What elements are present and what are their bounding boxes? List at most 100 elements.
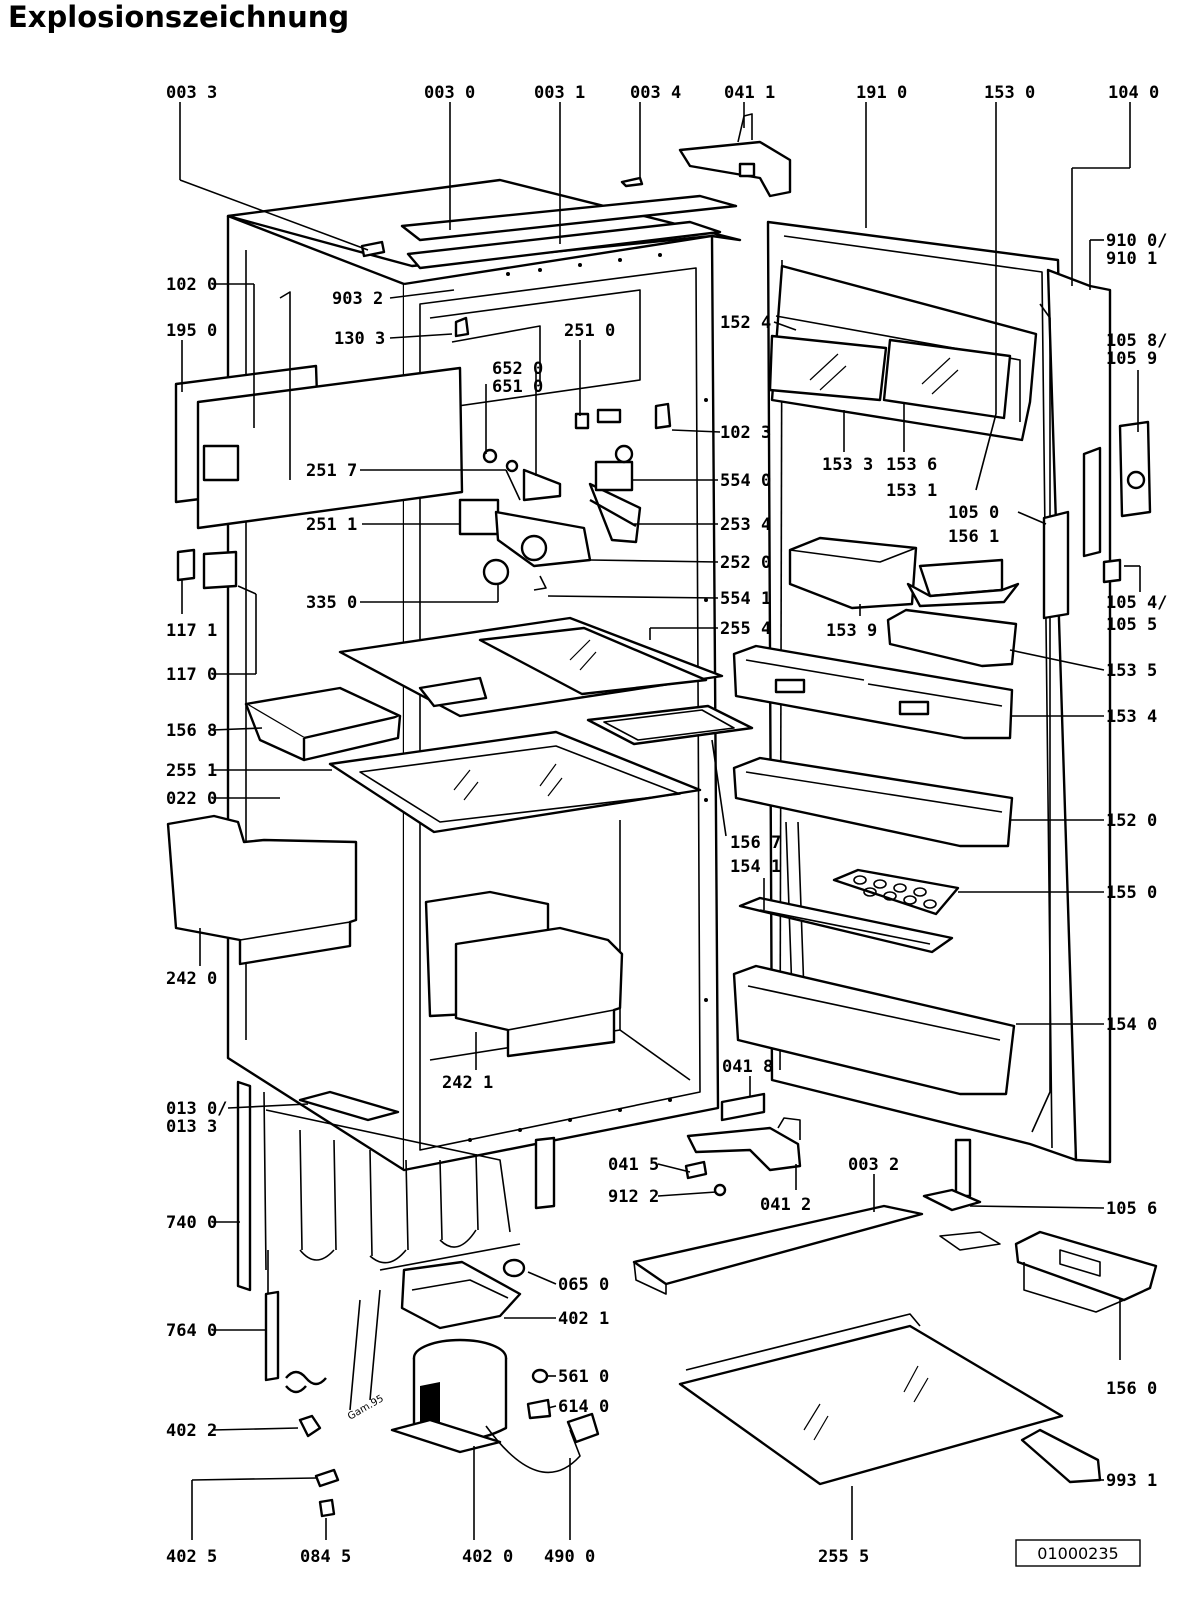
part-label: 335 0 bbox=[306, 593, 357, 613]
part-label: 255 4 bbox=[720, 619, 771, 639]
part-label: 003 3 bbox=[166, 83, 217, 103]
door-bar-152-4 bbox=[768, 264, 1038, 442]
part-label: 105 5 bbox=[1106, 615, 1157, 635]
part-label: 153 6 bbox=[886, 455, 937, 475]
part-label: 117 1 bbox=[166, 621, 217, 641]
egg-tray-155-0 bbox=[832, 868, 960, 916]
middle-glass-shelf-255-1 bbox=[328, 730, 702, 834]
part-label: 614 0 bbox=[558, 1397, 609, 1417]
part-label: 154 1 bbox=[730, 857, 781, 877]
part-label: 117 0 bbox=[166, 665, 217, 685]
butter-box-156-1 bbox=[906, 558, 1020, 608]
part-label: 041 8 bbox=[722, 1057, 773, 1077]
part-label: 153 9 bbox=[826, 621, 877, 641]
part-label: 022 0 bbox=[166, 789, 217, 809]
part-label: 740 0 bbox=[166, 1213, 217, 1233]
handle-993-1 bbox=[1020, 1428, 1102, 1484]
part-label: 912 2 bbox=[608, 1187, 659, 1207]
part-label: 251 1 bbox=[306, 515, 357, 535]
part-label: 652 0 bbox=[492, 359, 543, 379]
brackets-117 bbox=[176, 548, 238, 590]
drawing-number: 01000235 bbox=[1037, 1544, 1118, 1563]
part-label: 993 1 bbox=[1106, 1471, 1157, 1491]
part-label: 255 1 bbox=[166, 761, 217, 781]
part-label: 402 0 bbox=[462, 1547, 513, 1567]
leader-lines bbox=[179, 102, 1141, 1540]
part-label: 130 3 bbox=[334, 329, 385, 349]
door-shelf-154-0 bbox=[732, 964, 1016, 1096]
part-label: 041 5 bbox=[608, 1155, 659, 1175]
part-label: 554 0 bbox=[720, 471, 771, 491]
bottom-hinge bbox=[684, 1092, 802, 1197]
part-label: 910 1 bbox=[1106, 249, 1157, 269]
thermostat-group bbox=[454, 316, 672, 591]
part-label: 402 5 bbox=[166, 1547, 217, 1567]
part-label: 041 2 bbox=[760, 1195, 811, 1215]
door-side-parts bbox=[1042, 420, 1152, 620]
part-label: 153 1 bbox=[886, 481, 937, 501]
glass-cover-156-7 bbox=[586, 704, 754, 746]
part-label: 242 1 bbox=[442, 1073, 493, 1093]
part-label: 255 5 bbox=[818, 1547, 869, 1567]
door-shelf-153-4 bbox=[732, 644, 1014, 740]
part-label: 554 1 bbox=[720, 589, 771, 609]
part-label: 105 8/ bbox=[1106, 331, 1167, 351]
part-label: 153 3 bbox=[822, 455, 873, 475]
part-label: 003 4 bbox=[630, 83, 681, 103]
bottom-plate bbox=[298, 1090, 400, 1122]
condenser bbox=[236, 1080, 556, 1394]
part-label: 013 3 bbox=[166, 1117, 217, 1137]
part-label: 561 0 bbox=[558, 1367, 609, 1387]
part-label: 252 0 bbox=[720, 553, 771, 573]
part-label: 105 0 bbox=[948, 503, 999, 523]
part-label: 402 1 bbox=[558, 1309, 609, 1329]
part-label: 003 0 bbox=[424, 83, 475, 103]
part-label: 910 0/ bbox=[1106, 231, 1167, 251]
part-label: 084 5 bbox=[300, 1547, 351, 1567]
part-label: 490 0 bbox=[544, 1547, 595, 1567]
drawing-number-box bbox=[1015, 1539, 1141, 1567]
part-label: 003 1 bbox=[534, 83, 585, 103]
part-label: 041 1 bbox=[724, 83, 775, 103]
plinth-003-2 bbox=[632, 1204, 924, 1295]
part-label: 764 0 bbox=[166, 1321, 217, 1341]
part-label: 156 0 bbox=[1106, 1379, 1157, 1399]
part-label: 152 4 bbox=[720, 313, 771, 333]
part-label: 104 0 bbox=[1108, 83, 1159, 103]
part-label: 105 9 bbox=[1106, 349, 1157, 369]
part-labels: 003 3 003 0 003 1 003 4 041 1 191 0 153 … bbox=[166, 83, 1167, 1567]
part-label: 105 4/ bbox=[1106, 593, 1167, 613]
part-label: 153 5 bbox=[1106, 661, 1157, 681]
part-label: 155 0 bbox=[1106, 883, 1157, 903]
part-label: 065 0 bbox=[558, 1275, 609, 1295]
part-label: 402 2 bbox=[166, 1421, 217, 1441]
butter-box-153-9 bbox=[788, 536, 918, 610]
part-label: 154 0 bbox=[1106, 1015, 1157, 1035]
part-label: 195 0 bbox=[166, 321, 217, 341]
part-label: 156 1 bbox=[948, 527, 999, 547]
tray-153-5 bbox=[886, 608, 1018, 668]
part-label: 152 0 bbox=[1106, 811, 1157, 831]
part-label: 242 0 bbox=[166, 969, 217, 989]
part-label: 102 3 bbox=[720, 423, 771, 443]
part-label: 251 7 bbox=[306, 461, 357, 481]
part-label: 251 0 bbox=[564, 321, 615, 341]
part-label: 105 6 bbox=[1106, 1199, 1157, 1219]
compressor bbox=[298, 1243, 600, 1518]
part-label: 153 0 bbox=[984, 83, 1035, 103]
crisper-tray-156-8 bbox=[244, 686, 402, 762]
part-label: 156 7 bbox=[730, 833, 781, 853]
part-label: 651 0 bbox=[492, 377, 543, 397]
bottle-holder-154-1 bbox=[738, 896, 954, 954]
date-stamp: Gam.95 bbox=[346, 1393, 386, 1422]
crisper-drawer-242-1 bbox=[424, 890, 624, 1058]
bracket-105-6 bbox=[922, 1138, 1001, 1251]
control-panel bbox=[174, 291, 464, 530]
part-label: 013 0/ bbox=[166, 1099, 227, 1119]
top-hinge bbox=[678, 113, 792, 198]
part-label: 191 0 bbox=[856, 83, 907, 103]
ice-tray-156-0 bbox=[1014, 1230, 1158, 1313]
door-shelf-152-0 bbox=[732, 756, 1014, 848]
part-label: 903 2 bbox=[332, 289, 383, 309]
